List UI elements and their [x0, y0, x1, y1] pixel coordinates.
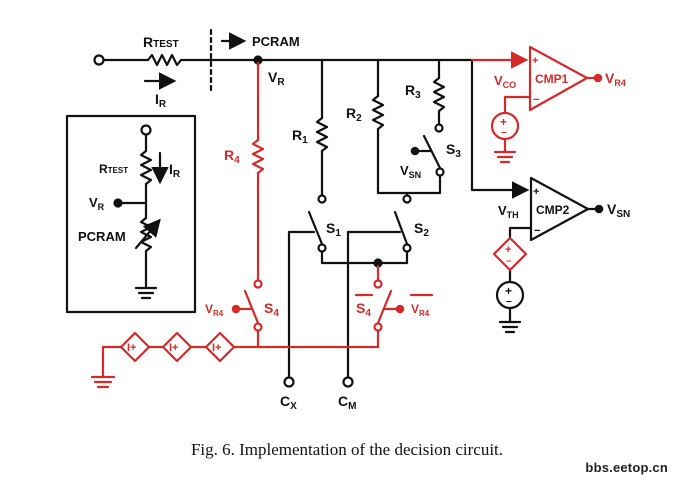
label-s1: S1 — [326, 220, 341, 239]
r4-resistor — [251, 138, 265, 175]
label-cmp2: CMP2 — [536, 203, 570, 217]
cmp2-plus-sign: + — [533, 186, 539, 198]
cm-terminal — [342, 376, 354, 388]
vco-source-minus: − — [501, 128, 507, 139]
current-source-3 — [204, 331, 236, 363]
current-source-2 — [161, 331, 193, 363]
s1-top-contact — [317, 194, 327, 204]
vco-source-plus: + — [500, 115, 507, 129]
inset-label-ir: IR — [169, 161, 181, 180]
cmp1-plus-sign: + — [532, 55, 538, 67]
s1-control-wire — [287, 230, 316, 380]
vth-source-plus: + — [505, 284, 512, 298]
s1-s2-common-wire — [320, 250, 409, 265]
s1-blade — [307, 210, 324, 246]
label-vsn-s3: VSN — [400, 163, 421, 180]
cmp2-minus-wire — [508, 226, 533, 240]
label-cmp1: CMP1 — [535, 72, 569, 86]
label-r4: R4 — [224, 147, 240, 166]
pcram-model-inset — [65, 114, 197, 314]
label-s4: S4 — [264, 300, 279, 319]
label-r2: R2 — [346, 105, 362, 124]
cmp2-triangle — [529, 176, 590, 242]
s3-blade — [422, 134, 442, 170]
r2-wire-bottom — [376, 127, 442, 195]
inset-label-rtest: RTEST — [99, 162, 128, 176]
label-vsn-out: VSN — [607, 201, 630, 220]
cmp1-minus-wire — [503, 95, 532, 115]
s2-control-wire — [346, 230, 402, 380]
s2-blade — [393, 210, 409, 246]
ground-left — [90, 375, 116, 389]
inset-label-vr: VR — [89, 195, 105, 212]
s4bar-bottom-contact — [373, 322, 383, 332]
label-s4-bar: S4 — [356, 300, 371, 319]
r1-resistor — [315, 116, 329, 153]
figure-caption: Fig. 6. Implementation of the decision c… — [190, 440, 504, 459]
label-vth: VTH — [498, 203, 519, 220]
cx-terminal — [283, 376, 295, 388]
label-r3: R3 — [405, 82, 421, 101]
inset-rtest-resistor — [139, 149, 153, 186]
s3-bottom-contact — [435, 167, 445, 177]
inset-label-pcram: PCRAM — [78, 229, 126, 244]
s2-top-contact — [402, 194, 412, 204]
cmp2-output-dot — [594, 204, 604, 214]
label-ir: IR — [155, 91, 167, 110]
s4-blade — [243, 289, 260, 325]
s4-bottom-contact — [253, 322, 263, 332]
cmp1-triangle — [528, 45, 589, 112]
inset-vr-dot — [113, 198, 123, 208]
decision-circuit-diagram: RTEST IR PCRAM VR R1 R2 R3 S3 VSN S1 S2 … — [65, 28, 630, 412]
label-rtest: RTEST — [143, 34, 179, 50]
label-cx: CX — [280, 393, 297, 412]
s4-top-contact — [253, 279, 263, 289]
cmp1-output-dot — [593, 73, 603, 83]
ground-cmp2 — [498, 320, 522, 334]
s4-control-dot — [231, 304, 241, 314]
label-vr4-bar: VR4 — [411, 302, 430, 318]
vth-dep-source-plus: + — [505, 244, 511, 256]
label-pcram-arrow: PCRAM — [252, 34, 300, 49]
s2-bottom-contact — [402, 243, 412, 253]
rtest-resistor — [146, 53, 183, 67]
input-terminal — [93, 54, 105, 66]
s4bar-control-dot — [395, 304, 405, 314]
s3-control-dot — [410, 146, 420, 156]
s4bar-blade — [376, 289, 393, 325]
current-source-1-label: I+ — [127, 342, 136, 354]
cmp2-plus-wire — [470, 58, 530, 199]
label-s3: S3 — [446, 141, 461, 160]
current-source-3-label: I+ — [212, 342, 221, 354]
inset-ground — [134, 286, 158, 300]
current-source-2-label: I+ — [169, 342, 178, 354]
cmp1-minus-sign: − — [533, 94, 539, 106]
label-cm: CM — [338, 393, 356, 412]
ground-cmp1 — [493, 150, 517, 164]
label-r1: R1 — [292, 127, 308, 146]
label-vr4-s4: VR4 — [205, 302, 224, 318]
label-vr-node: VR — [268, 69, 285, 88]
label-vco: VCO — [494, 73, 516, 90]
inset-pcram-variable-arrow — [134, 218, 161, 250]
current-source-1 — [119, 331, 151, 363]
label-s2: S2 — [414, 220, 429, 239]
watermark: bbs.eetop.cn — [585, 460, 668, 475]
label-vr4-out: VR4 — [605, 70, 626, 88]
r3-resistor — [432, 76, 446, 113]
vth-dependent-source — [492, 236, 528, 272]
cmp2-minus-sign: − — [534, 225, 540, 237]
r2-resistor — [371, 94, 385, 131]
vth-dep-source-minus: − — [506, 256, 511, 266]
vth-source-minus: − — [506, 297, 512, 308]
s3-top-contact — [434, 123, 444, 133]
inset-terminal — [140, 124, 152, 136]
s1-bottom-contact — [317, 243, 327, 253]
s4bar-top-contact — [373, 279, 383, 289]
